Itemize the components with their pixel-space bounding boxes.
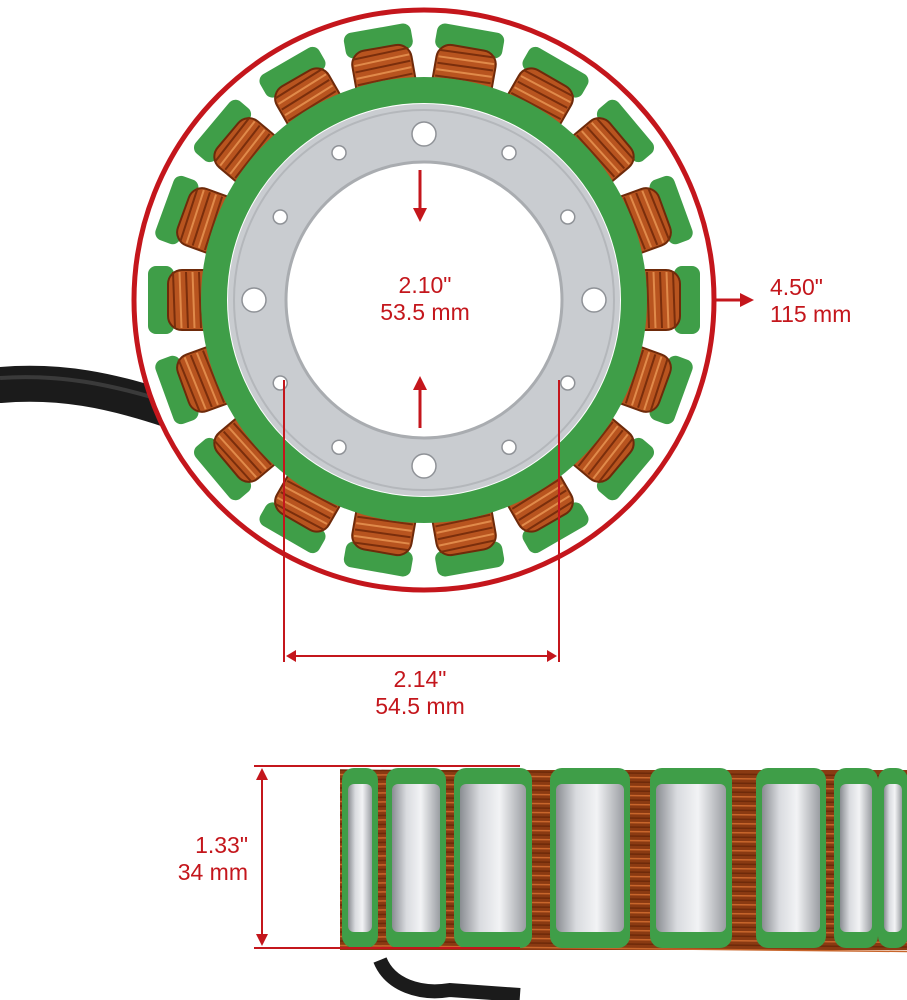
stack-height-inches: 1.33" (195, 832, 248, 858)
bolt-span-inches: 2.14" (393, 666, 447, 692)
bolt-hole (241, 287, 267, 313)
bolt-hole (331, 439, 347, 455)
bolt-hole (501, 145, 517, 161)
bolt-hole (411, 453, 437, 479)
inner-diameter-inches: 2.10" (398, 272, 452, 298)
bolt-hole (411, 121, 437, 147)
inner-diameter-mm: 53.5 mm (380, 299, 470, 325)
inner-diameter-label: 2.10" 53.5 mm (340, 272, 510, 326)
center-bore (284, 160, 564, 440)
bolt-span-label: 2.14" 54.5 mm (330, 666, 510, 720)
bolt-holes (241, 121, 607, 479)
bolt-hole (272, 375, 288, 391)
bolt-span-mm: 54.5 mm (375, 693, 465, 719)
insulation-ring (201, 77, 647, 523)
stack-height-dimension (254, 765, 520, 949)
bolt-span-dimension (283, 380, 560, 662)
inner-diameter-arrows (413, 170, 427, 428)
stator-side-view (339, 768, 907, 1000)
bolt-hole (272, 209, 288, 225)
bolt-hole (501, 439, 517, 455)
outer-diameter-inches: 4.50" (770, 274, 823, 300)
coil (155, 175, 238, 255)
bolt-hole (331, 145, 347, 161)
stack-height-mm: 34 mm (177, 859, 248, 885)
stack-height-label: 1.33" 34 mm (130, 832, 248, 886)
outer-diameter-mm: 115 mm (770, 301, 852, 327)
wire-harness (0, 365, 188, 428)
bolt-hole (560, 209, 576, 225)
outer-diameter-arrow (714, 293, 754, 307)
outer-diameter-label: 4.50" 115 mm (770, 274, 851, 328)
bolt-hole (581, 287, 607, 313)
bolt-hole (560, 375, 576, 391)
